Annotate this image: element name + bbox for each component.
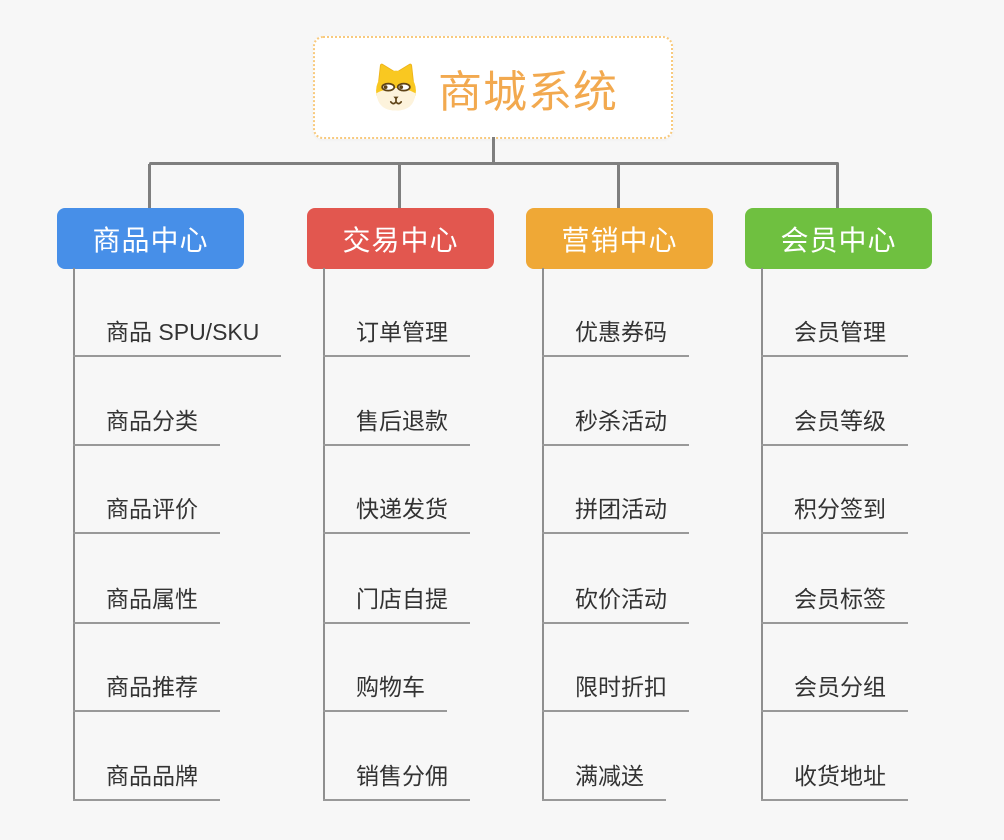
topic-item[interactable]: 商品属性 (73, 584, 220, 624)
connector-root-stem (492, 137, 495, 164)
root-node[interactable]: 商城系统 (313, 36, 673, 139)
branch-label: 商品中心 (92, 224, 209, 256)
topic-item[interactable]: 门店自提 (323, 584, 470, 624)
topic-item[interactable]: 满减送 (542, 761, 666, 801)
topic-item[interactable]: 商品分类 (73, 406, 220, 446)
branch-child-line (542, 268, 544, 801)
topic-item[interactable]: 拼团活动 (542, 494, 689, 534)
topic-item[interactable]: 商品推荐 (73, 672, 220, 712)
branch-column-marketing: 营销中心 优惠券码 秒杀活动 拼团活动 砍价活动 限时折扣 满减送 (526, 208, 776, 808)
branch-column-products: 商品中心 商品 SPU/SKU 商品分类 商品评价 商品属性 商品推荐 商品品牌 (57, 208, 307, 808)
topic-item[interactable]: 秒杀活动 (542, 406, 689, 446)
connector-drop (148, 164, 151, 209)
branch-node-products[interactable]: 商品中心 (57, 208, 244, 269)
topic-item[interactable]: 砍价活动 (542, 584, 689, 624)
branch-child-line (761, 268, 763, 801)
topic-item[interactable]: 商品品牌 (73, 761, 220, 801)
connector-drop (836, 164, 839, 209)
topic-item[interactable]: 销售分佣 (323, 761, 470, 801)
connector-rail (149, 162, 839, 165)
topic-item[interactable]: 限时折扣 (542, 672, 689, 712)
branch-child-line (323, 268, 325, 801)
root-label: 商城系统 (438, 67, 618, 117)
topic-item[interactable]: 优惠券码 (542, 317, 689, 357)
branch-column-members: 会员中心 会员管理 会员等级 积分签到 会员标签 会员分组 收货地址 (745, 208, 995, 808)
connector-drop (398, 164, 401, 209)
branch-child-line (73, 268, 75, 801)
topic-item[interactable]: 会员管理 (761, 317, 908, 357)
branch-label: 会员中心 (780, 224, 897, 256)
topic-item[interactable]: 购物车 (323, 672, 447, 712)
branch-column-trade: 交易中心 订单管理 售后退款 快递发货 门店自提 购物车 销售分佣 (307, 208, 557, 808)
branch-label: 营销中心 (561, 224, 678, 256)
topic-item[interactable]: 订单管理 (323, 317, 470, 357)
topic-item[interactable]: 商品评价 (73, 494, 220, 534)
branch-label: 交易中心 (342, 224, 459, 256)
topic-item[interactable]: 商品 SPU/SKU (73, 317, 282, 357)
topic-item[interactable]: 会员标签 (761, 584, 908, 624)
connector-drop (617, 164, 620, 209)
topic-item[interactable]: 售后退款 (323, 406, 470, 446)
branch-node-members[interactable]: 会员中心 (745, 208, 932, 269)
dog-face-icon (376, 63, 416, 111)
topic-item[interactable]: 积分签到 (761, 494, 908, 534)
branch-node-marketing[interactable]: 营销中心 (526, 208, 713, 269)
topic-item[interactable]: 快递发货 (323, 494, 470, 534)
topic-item[interactable]: 会员等级 (761, 406, 908, 446)
topic-item[interactable]: 会员分组 (761, 672, 908, 712)
topic-item[interactable]: 收货地址 (761, 761, 908, 801)
branch-node-trade[interactable]: 交易中心 (307, 208, 494, 269)
